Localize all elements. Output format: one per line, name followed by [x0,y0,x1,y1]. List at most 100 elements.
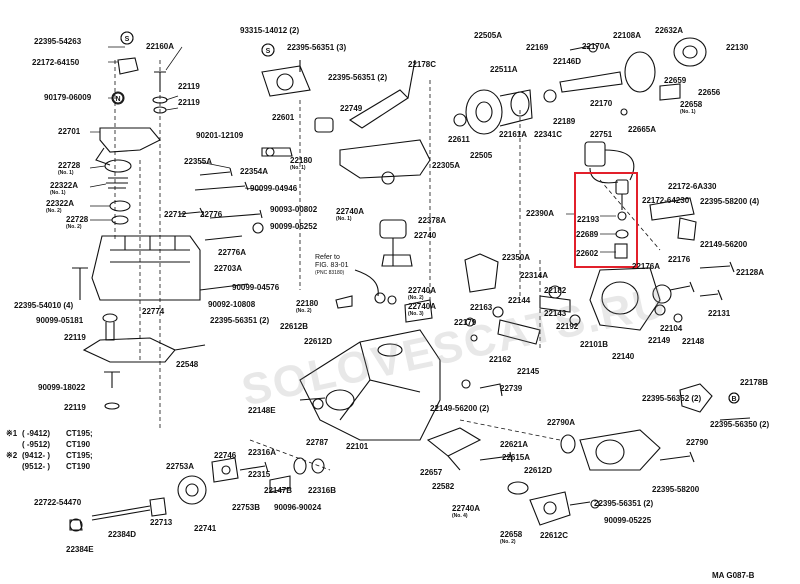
part-label[interactable]: 22753B [232,503,261,512]
part-label[interactable]: 22149 [648,336,671,345]
part-label[interactable]: 22703A [214,264,243,273]
part-label[interactable]: 22128A [736,268,765,277]
part-label[interactable]: 22316A [248,448,277,457]
part-label[interactable]: 22582 [432,482,455,491]
part-label[interactable]: 22776 [200,210,223,219]
part-label[interactable]: 22101 [346,442,369,451]
part-label[interactable]: 22316B [308,486,337,495]
part-label[interactable]: 22378A [418,216,447,225]
part-label[interactable]: 22140 [612,352,635,361]
part-label[interactable]: 22395-56351 (2) [210,316,270,325]
part-label[interactable]: 22790 [686,438,709,447]
part-label[interactable]: 22119 [178,82,200,91]
part-label[interactable]: 22632A [655,26,684,35]
part-label[interactable]: 22665A [628,125,657,134]
part-label[interactable]: 22170A [582,42,611,51]
part-label[interactable]: 22740A(No. 2) [408,286,436,301]
part-label[interactable]: 90099-04576 [232,283,280,292]
part-label[interactable]: 22787 [306,438,329,447]
part-label[interactable]: 22395-54010 (4) [14,301,74,310]
part-label[interactable]: 90096-90024 [274,503,322,512]
part-label[interactable]: 22341C [534,130,563,139]
part-label[interactable]: 22658(No. 1) [680,100,702,115]
part-label[interactable]: 22131 [708,309,731,318]
part-label[interactable]: 22395-56351 (3) [287,43,347,52]
part-label[interactable]: 22740A(No. 3) [408,302,436,317]
part-label[interactable]: 22612C [540,531,569,540]
part-label[interactable]: 22189 [553,117,576,126]
part-label[interactable]: 22104 [660,324,683,333]
part-label[interactable]: 22384E [66,545,94,554]
part-label[interactable]: 22170 [590,99,613,108]
part-label[interactable]: 22395-56351 (2) [594,499,654,508]
part-label[interactable]: 22612D [524,466,553,475]
part-label[interactable]: 22193 [577,215,600,224]
part-label[interactable]: 22751 [590,130,613,139]
part-label[interactable]: 22395-56350 (2) [710,420,770,429]
part-label[interactable]: 22602 [576,249,599,258]
reference-note[interactable]: Refer to FIG. 83-01 (PNC 83180) [315,254,348,276]
part-label[interactable]: 22612B [280,322,309,331]
part-label[interactable]: 22305A [432,161,461,170]
part-label[interactable]: 22119 [64,333,86,342]
part-label[interactable]: 22790A [547,418,576,427]
part-label[interactable]: 22354A [240,167,269,176]
part-label[interactable]: 22180(No. 2) [296,299,318,314]
part-label[interactable]: 22505A [474,31,503,40]
part-label[interactable]: 22148E [248,406,276,415]
part-label[interactable]: 22148 [682,337,705,346]
part-label[interactable]: 22658(No. 2) [500,530,522,545]
part-label[interactable]: 22172-6A330 [668,182,717,191]
part-label[interactable]: 22176A [632,262,661,271]
part-label[interactable]: 22163 [470,303,493,312]
part-label[interactable]: 22659 [664,76,687,85]
part-label[interactable]: 22722-54470 [34,498,82,507]
part-label[interactable]: 90099-05181 [36,316,84,325]
part-label[interactable]: 93315-14012 (2) [240,26,300,35]
part-label[interactable]: 90099-05252 [270,222,318,231]
part-label[interactable]: 22355A [184,157,213,166]
part-label[interactable]: 22101B [580,340,609,349]
part-label[interactable]: 22739 [500,384,523,393]
part-label[interactable]: 22145 [517,367,540,376]
part-label[interactable]: 22740A(No. 1) [336,207,364,222]
part-label[interactable]: 22390A [526,209,555,218]
part-label[interactable]: 22384D [108,530,137,539]
part-label[interactable]: 22612D [304,337,333,346]
part-label[interactable]: 22776A [218,248,247,257]
part-label[interactable]: 22322A(No. 2) [46,199,74,214]
part-label[interactable]: 90099-04946 [250,184,298,193]
part-label[interactable]: 22315 [248,470,271,479]
part-label[interactable]: 22130 [726,43,749,52]
part-label[interactable]: 22548 [176,360,199,369]
part-label[interactable]: 22178C [408,60,437,69]
part-label[interactable]: 90099-05225 [604,516,652,525]
part-label[interactable]: 22144 [508,296,531,305]
part-label[interactable]: 22728(No. 2) [66,215,88,230]
part-label[interactable]: 22162 [489,355,512,364]
part-label[interactable]: 90092-10808 [208,300,256,309]
part-label[interactable]: 22656 [698,88,721,97]
part-label[interactable]: 22746 [214,451,237,460]
part-label[interactable]: 22182 [544,286,567,295]
part-label[interactable]: 22178B [740,378,769,387]
part-label[interactable]: 22143 [544,309,567,318]
part-label[interactable]: 22740A(No. 4) [452,504,480,519]
part-label[interactable]: 22657 [420,468,443,477]
part-label[interactable]: 22146D [553,57,582,66]
part-label[interactable]: 22749 [340,104,363,113]
part-label[interactable]: 22180(No. 1) [290,156,312,171]
part-label[interactable]: 22611 [448,135,470,144]
part-label[interactable]: 90099-18022 [38,383,86,392]
part-label[interactable]: 22505 [470,151,493,160]
part-label[interactable]: 22172-64230 [642,196,690,205]
part-label[interactable]: 22740 [414,231,437,240]
part-label[interactable]: 90201-12109 [196,131,244,140]
part-label[interactable]: 22149-56200 (2) [430,404,490,413]
part-label[interactable]: 22511A [490,65,518,74]
part-label[interactable]: 22119 [64,403,86,412]
part-label[interactable]: 22169 [526,43,549,52]
part-label[interactable]: 90093-00802 [270,205,318,214]
part-label[interactable]: 22753A [166,462,195,471]
part-label[interactable]: 22395-56351 (2) [328,73,388,82]
